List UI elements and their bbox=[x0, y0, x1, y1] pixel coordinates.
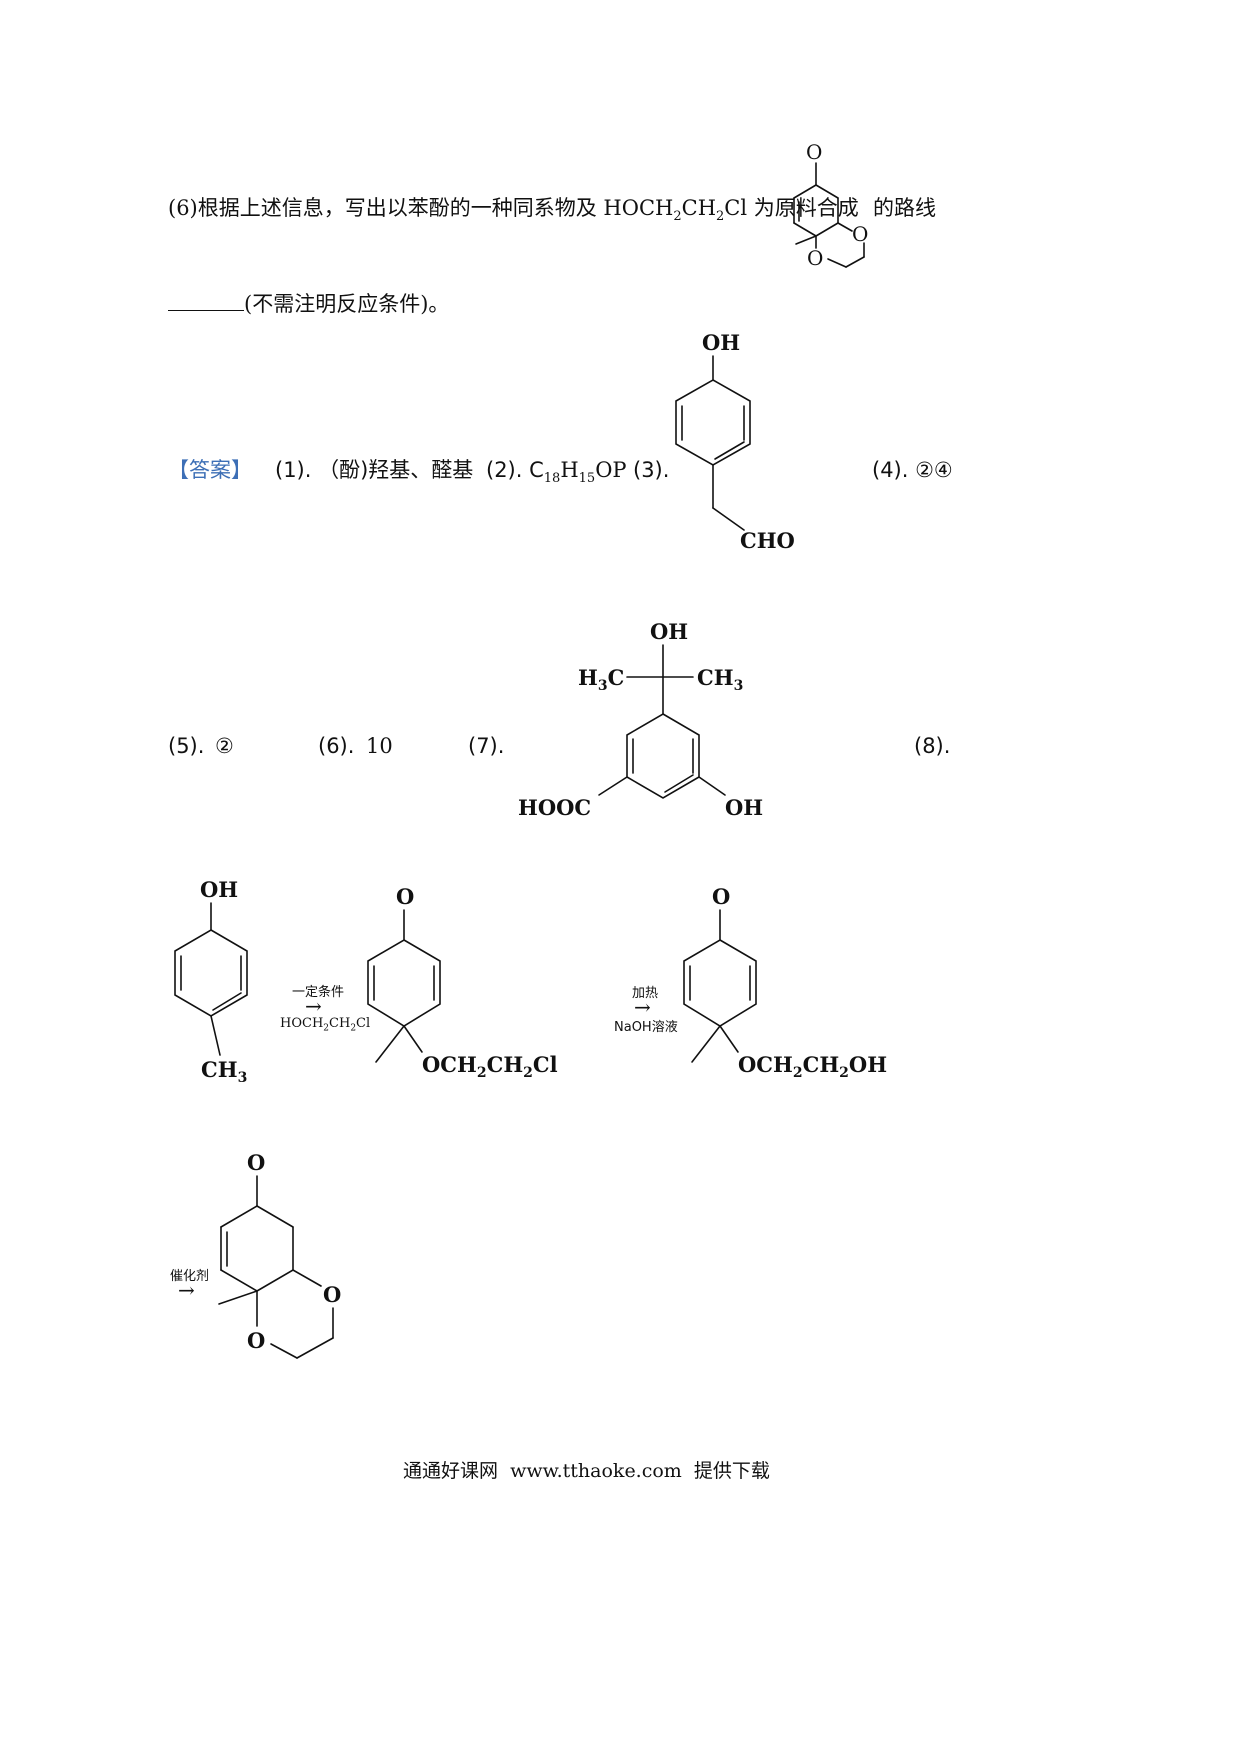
answer-8: (8). bbox=[914, 734, 951, 758]
answer-blank bbox=[168, 292, 244, 311]
question-line2-text: (不需注明反应条件)。 bbox=[244, 292, 450, 316]
route-intermediate-1: O OCH2CH2Cl bbox=[367, 884, 558, 1081]
route-int2-o: O bbox=[712, 884, 730, 909]
answer-label: 【答案】 bbox=[168, 458, 252, 482]
route-int1-substituent: OCH2CH2Cl bbox=[422, 1052, 558, 1081]
page-footer: 通通好课网 www.tthaoke.com 提供下载 bbox=[403, 1460, 770, 1482]
answer-2-sub2: 15 bbox=[578, 471, 596, 487]
route-ch3: CH3 bbox=[201, 1057, 247, 1086]
question-sub1: 2 bbox=[673, 209, 682, 225]
answer-2-sub1: 18 bbox=[543, 471, 561, 487]
route-condition-1-top: 一定条件 bbox=[292, 985, 345, 1000]
route-prod-ketone-o: O bbox=[247, 1150, 265, 1175]
question-prefix: (6)根据上述信息，写出以苯酚的一种同系物及 HOCH bbox=[168, 196, 674, 220]
answer-2: (2). C18H15OP bbox=[486, 458, 627, 487]
route-prod-o2: O bbox=[247, 1328, 265, 1353]
answer-7: (7). bbox=[468, 734, 505, 758]
answer-7-structure: OH H3C CH3 HOOC OH bbox=[518, 619, 763, 820]
route-intermediate-2: O OCH2CH2OH bbox=[683, 884, 887, 1081]
answer-4: (4). ②④ bbox=[872, 458, 953, 482]
answer-2-mid2: OP bbox=[595, 458, 627, 482]
a7-oh-top: OH bbox=[650, 619, 688, 644]
answer-3: (3). bbox=[633, 458, 670, 482]
question-line1: (6)根据上述信息，写出以苯酚的一种同系物及 HOCH2CH2Cl 为原料合成 bbox=[168, 196, 859, 225]
a7-h3c: H3C bbox=[578, 665, 624, 694]
route-oh: OH bbox=[200, 877, 238, 902]
route-condition-2-top: 加热 bbox=[632, 986, 659, 1001]
answer-5: (5). bbox=[168, 734, 205, 758]
answer-2-mid1: H bbox=[560, 458, 579, 482]
question-mid2: Cl 为原料合成 bbox=[724, 196, 859, 220]
route-prod-o1: O bbox=[323, 1282, 341, 1307]
answer-6-value: 10 bbox=[366, 734, 393, 758]
route-arrow-3: → bbox=[178, 1278, 195, 1302]
a7-ch3: CH3 bbox=[697, 665, 743, 694]
route-int1-o: O bbox=[396, 884, 414, 909]
target-molecule-diagram: O O O bbox=[793, 140, 868, 270]
a7-hooc: HOOC bbox=[518, 795, 591, 820]
route-arrow-2: → bbox=[634, 995, 651, 1019]
route-condition-2-bottom: NaOH溶液 bbox=[614, 1020, 678, 1035]
route-condition-1-bottom: HOCH2CH2Cl bbox=[280, 1016, 371, 1034]
a3-cho: CHO bbox=[740, 528, 795, 553]
answer-2-prefix: (2). C bbox=[486, 458, 544, 482]
a3-oh: OH bbox=[702, 330, 740, 355]
answer-1: (1). （酚)羟基、醛基 bbox=[275, 458, 474, 482]
question-line2: (不需注明反应条件)。 bbox=[168, 292, 449, 315]
target-ring-o1: O bbox=[852, 222, 868, 246]
answer-3-structure: OH CHO bbox=[675, 330, 795, 553]
question-sub2: 2 bbox=[716, 209, 725, 225]
target-ketone-o: O bbox=[806, 140, 822, 164]
answer-5-value: ② bbox=[215, 734, 234, 758]
answer-6: (6). bbox=[318, 734, 355, 758]
route-p-cresol: OH CH3 bbox=[174, 877, 248, 1086]
a7-oh-ring: OH bbox=[725, 795, 763, 820]
question-suffix: 的路线 bbox=[873, 196, 936, 220]
route-condition-3-top: 催化剂 bbox=[170, 1269, 210, 1284]
question-mid1: CH bbox=[681, 196, 717, 220]
route-final-product: O O O bbox=[218, 1150, 341, 1359]
route-int2-substituent: OCH2CH2OH bbox=[738, 1052, 887, 1081]
route-arrow-1: → bbox=[305, 994, 322, 1018]
target-ring-o2: O bbox=[807, 246, 823, 270]
